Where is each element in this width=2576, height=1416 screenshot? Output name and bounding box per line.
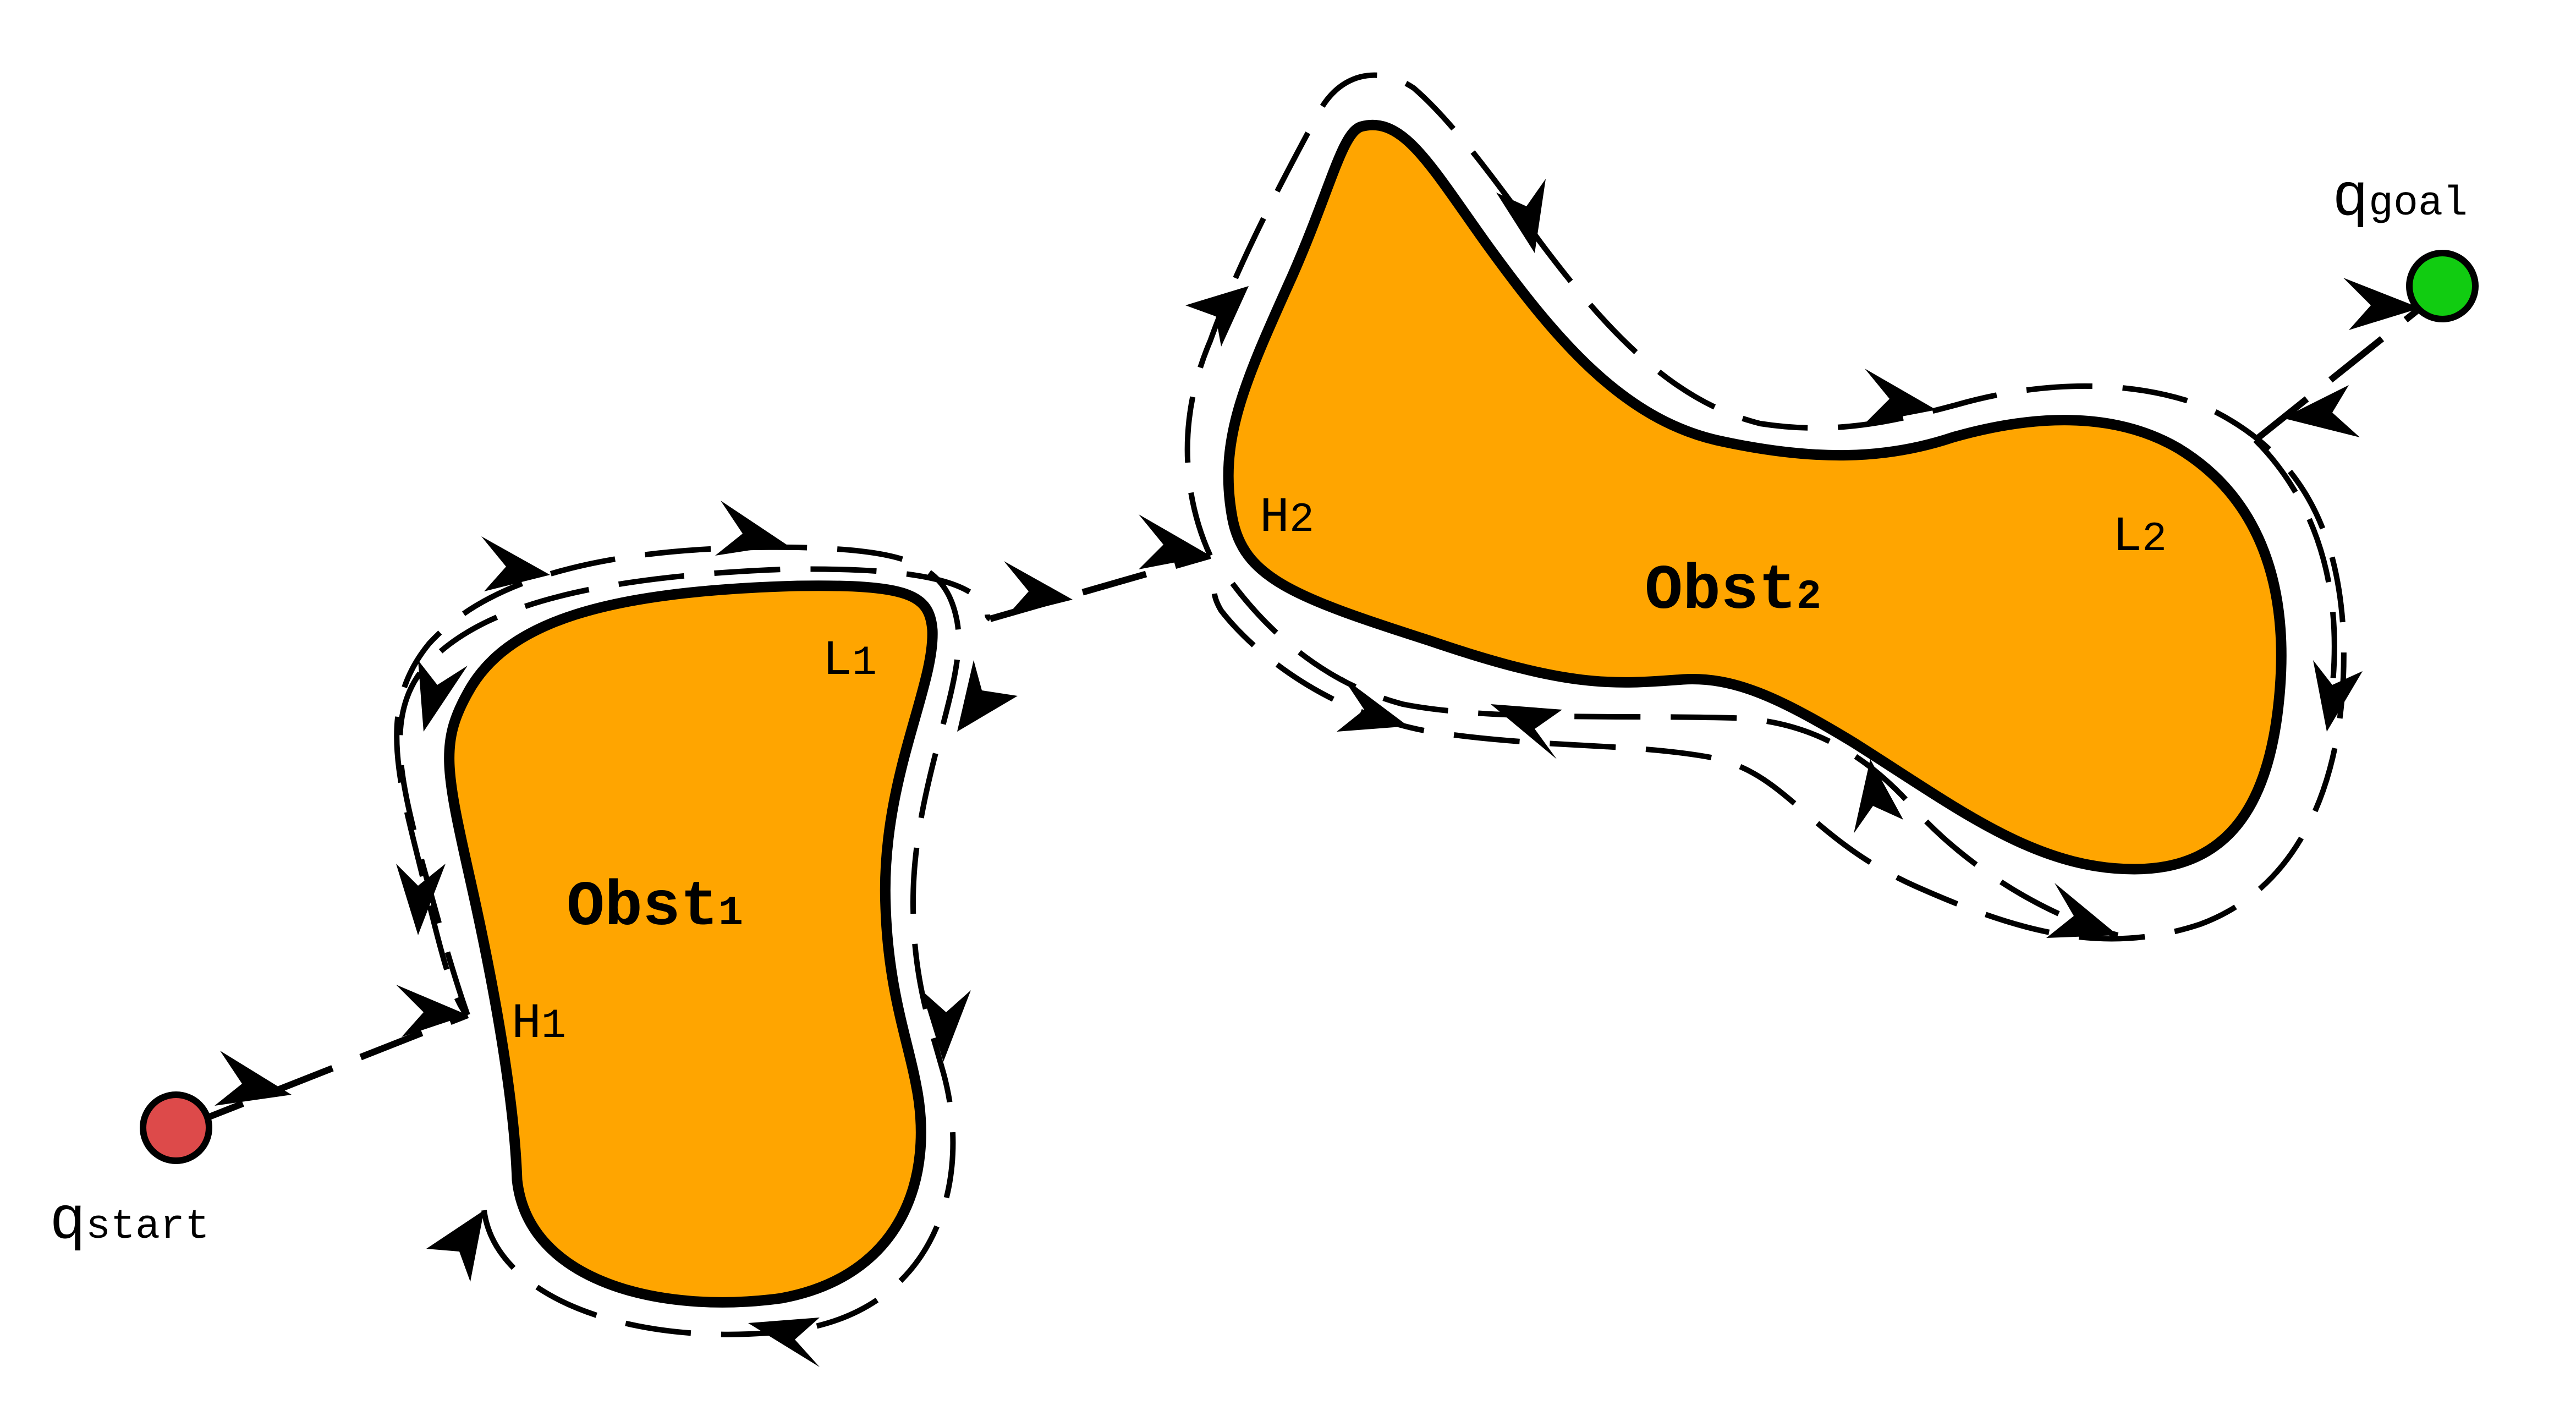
arrowhead — [396, 864, 446, 935]
hit-point-1-label: H1 — [512, 996, 566, 1052]
boundary-follow-obstacle-1-outer — [394, 544, 962, 1337]
arrowhead — [426, 1210, 484, 1282]
leave-point-2-label: L2 — [2112, 509, 2167, 566]
boundary-follow-obstacle-2-inner — [2253, 438, 2337, 688]
path-segment-start-to-h1 — [180, 1012, 469, 1131]
arrowhead — [748, 1318, 820, 1367]
arrowhead — [215, 1051, 292, 1106]
arrowhead — [957, 660, 1018, 732]
arrowhead — [481, 536, 550, 591]
arrowhead — [418, 660, 468, 732]
arrowhead — [396, 985, 468, 1037]
obstacle-1-shape — [444, 580, 938, 1308]
start-label: qstart — [50, 1188, 210, 1256]
arrowhead — [1491, 704, 1562, 759]
goal-point — [2406, 250, 2479, 322]
boundary-follow-obstacle-1-inner — [397, 566, 992, 1016]
goal-label: qgoal — [2332, 164, 2468, 233]
arrowhead — [715, 501, 787, 556]
arrowhead — [921, 990, 971, 1062]
arrowhead — [2046, 883, 2118, 938]
arrowhead — [1185, 286, 1249, 347]
arrowhead — [1854, 759, 1903, 833]
start-point — [140, 1091, 212, 1164]
arrowhead — [2343, 278, 2420, 330]
arrowhead — [1337, 677, 1408, 732]
arrowheads — [215, 179, 2420, 1367]
arrowhead — [2313, 660, 2363, 732]
boundary-follow-obstacle-2 — [1184, 72, 2347, 942]
obstacle-2-label: Obst2 — [1645, 555, 1821, 627]
arrowhead — [1496, 179, 1546, 253]
leave-point-1-label: L1 — [822, 633, 877, 689]
arrowhead — [1139, 514, 1210, 569]
arrowhead — [1865, 369, 1936, 424]
obstacle-2-shape — [1223, 119, 2287, 875]
arrowhead — [1004, 561, 1073, 616]
obstacle-1-label: Obst1 — [567, 871, 743, 943]
hit-point-2-label: H2 — [1260, 490, 1314, 546]
arrowhead — [2283, 385, 2360, 437]
